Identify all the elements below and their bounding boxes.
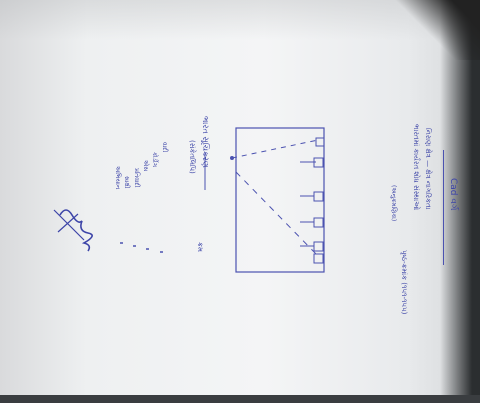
bottom-edge	[0, 395, 480, 403]
legend-item: વાદી	[161, 142, 168, 153]
diagram-box-3	[313, 191, 324, 202]
desk-edge	[420, 0, 480, 403]
heading-rule	[443, 150, 444, 265]
legend-item: કોડીંગ	[151, 152, 158, 168]
diagram-point	[230, 156, 234, 160]
diagram-dash-top	[231, 139, 319, 159]
desk-corner	[390, 0, 480, 60]
legend-item: સાક્ષી	[123, 176, 130, 189]
diagram-box-6	[313, 253, 324, 264]
signature-mark	[59, 209, 93, 252]
side-label: ક્રમ	[196, 242, 204, 252]
diagram-dash-diag	[235, 171, 319, 257]
legend-heading: ભારત સૂચિકરણ	[201, 116, 210, 168]
diagram-box-4	[313, 217, 324, 228]
diagram-box-5	[313, 241, 324, 252]
legend-item: અભિયાન	[114, 166, 121, 190]
signature-cross	[53, 209, 85, 241]
legend-sub: (સંકેતલિપિ)	[188, 140, 196, 174]
diagram-frame	[235, 127, 325, 273]
diagram-box-1	[315, 137, 325, 147]
legend-item: પ્રતિવાદી	[133, 168, 140, 188]
legend-item: એસ	[142, 160, 149, 172]
